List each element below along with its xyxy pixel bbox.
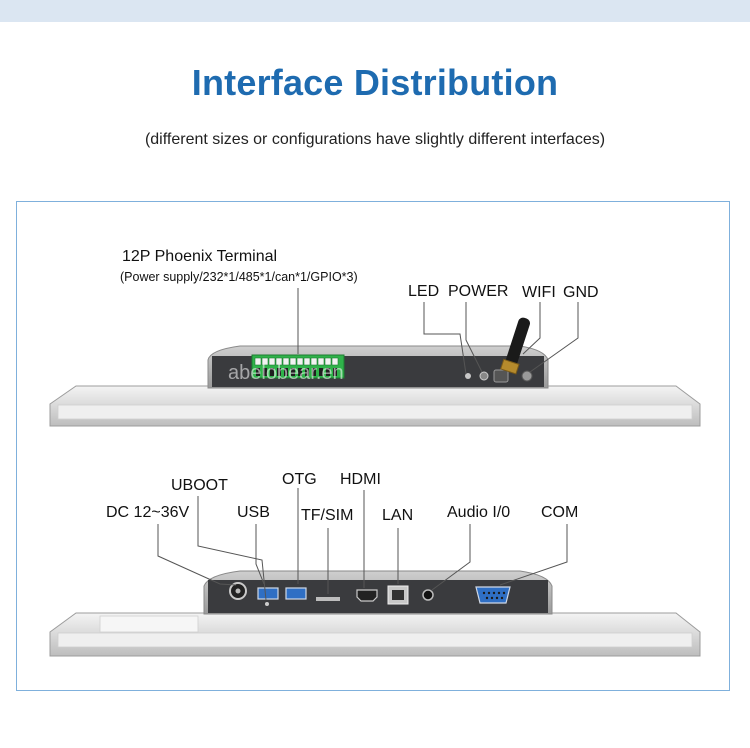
wifi-label: WIFI xyxy=(522,284,556,302)
lan-label: LAN xyxy=(382,507,413,525)
top-device xyxy=(50,316,700,426)
hdmi-port xyxy=(357,590,377,601)
led-label: LED xyxy=(408,283,439,301)
tf-sim-slot xyxy=(316,597,340,601)
phoenix-terminal-label: 12P Phoenix Terminal xyxy=(122,248,277,266)
com-port xyxy=(476,587,510,603)
audio-jack xyxy=(423,590,433,600)
uboot-button xyxy=(265,602,269,606)
otg-port xyxy=(286,588,306,599)
dc-label: DC 12~36V xyxy=(106,504,189,522)
watermark: abelobear.en xyxy=(228,362,344,385)
gnd-screw xyxy=(522,371,532,381)
phoenix-terminal-detail: (Power supply/232*1/485*1/can*1/GPIO*3) xyxy=(120,270,358,284)
power-label: POWER xyxy=(448,283,508,301)
tf-sim-label: TF/SIM xyxy=(301,507,353,525)
usb-port xyxy=(258,588,278,599)
gnd-label: GND xyxy=(563,284,599,302)
usb-label: USB xyxy=(237,504,270,522)
otg-label: OTG xyxy=(282,471,317,489)
hdmi-label: HDMI xyxy=(340,471,381,489)
com-label: COM xyxy=(541,504,578,522)
bottom-device xyxy=(50,571,700,656)
uboot-label: UBOOT xyxy=(171,477,228,495)
audio-label: Audio I/0 xyxy=(447,504,510,522)
power-button xyxy=(480,372,488,380)
